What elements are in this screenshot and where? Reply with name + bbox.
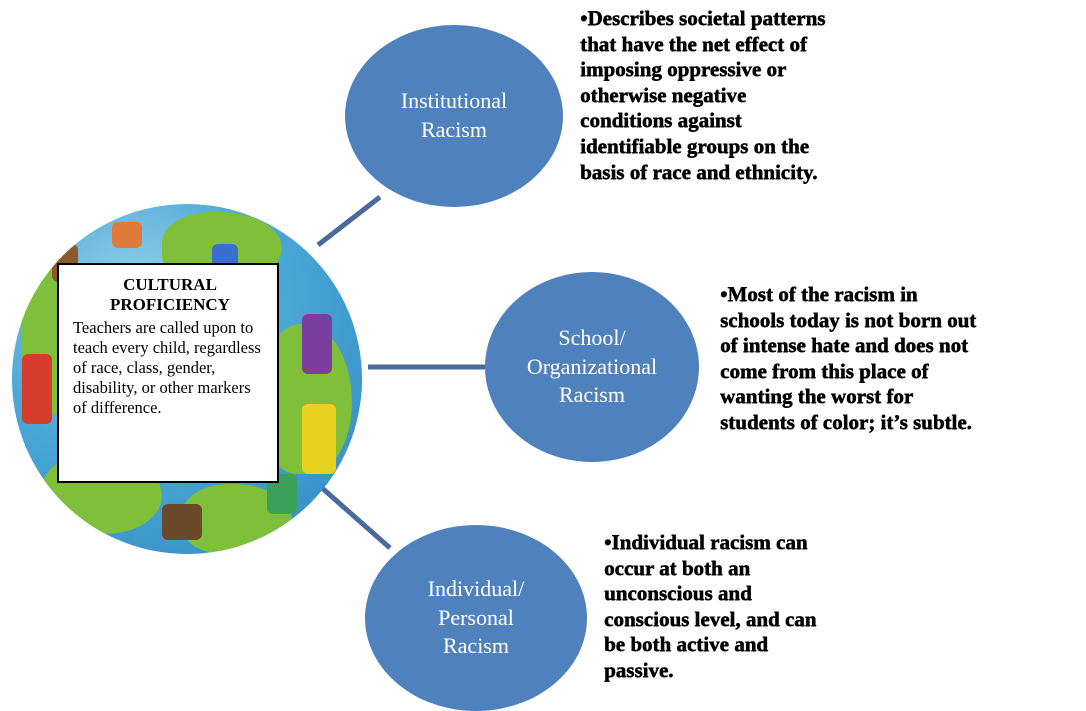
child-figure <box>302 314 332 374</box>
individual-description: •Individual racism can occur at both an … <box>604 530 817 683</box>
child-figure <box>22 354 52 424</box>
node-institutional-label: Institutional Racism <box>400 88 508 142</box>
connector-individual <box>320 486 392 550</box>
school-description: •Most of the racism in schools today is … <box>720 282 977 435</box>
node-school-organizational-racism: School/ Organizational Racism <box>485 272 699 462</box>
node-individual-personal-racism: Individual/ Personal Racism <box>365 525 587 711</box>
institutional-description: •Describes societal patterns that have t… <box>580 6 826 184</box>
cultural-proficiency-text: Teachers are called upon to teach every … <box>73 317 261 418</box>
child-figure <box>112 222 142 248</box>
child-figure <box>302 404 336 474</box>
title-line-1: CULTURAL <box>123 275 217 294</box>
connector-institutional <box>316 195 382 247</box>
cultural-proficiency-title: CULTURAL PROFICIENCY <box>73 275 267 316</box>
node-individual-label: Individual/ Personal Racism <box>427 576 525 659</box>
node-school-label: School/ Organizational Racism <box>526 325 658 408</box>
child-figure <box>162 504 202 540</box>
cultural-proficiency-box: CULTURAL PROFICIENCY Teachers are called… <box>57 263 279 483</box>
title-line-2: PROFICIENCY <box>110 295 230 315</box>
node-institutional-racism: Institutional Racism <box>345 25 563 207</box>
